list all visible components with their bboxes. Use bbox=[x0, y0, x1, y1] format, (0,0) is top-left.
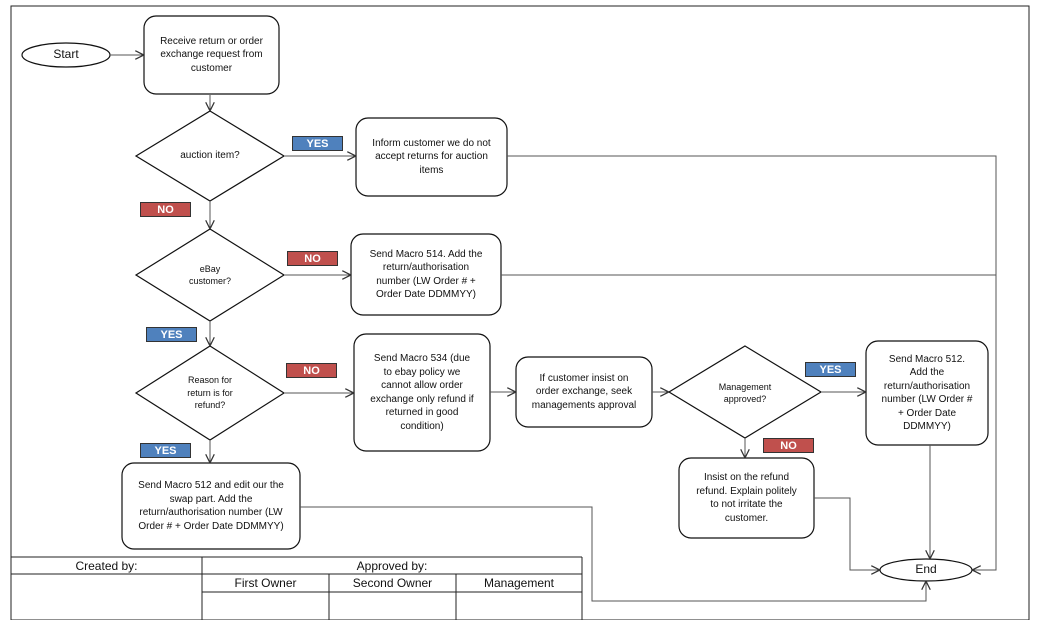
approved-by-label: Approved by: bbox=[356, 558, 428, 573]
auction-item-decision: auction item? bbox=[180, 150, 240, 162]
ebay-no-badge: NO bbox=[287, 251, 338, 266]
inform-to-end-connector bbox=[507, 155, 997, 570]
ebay-customer-decision: eBay customer? bbox=[188, 264, 232, 286]
start-terminal: Start bbox=[53, 47, 79, 62]
management-yes-badge: YES bbox=[805, 362, 856, 377]
management-header: Management bbox=[483, 576, 555, 590]
macro512-left-box-shape bbox=[121, 462, 301, 550]
macro512-left-to-end-connector bbox=[300, 506, 926, 602]
ebay-yes-badge: YES bbox=[146, 327, 197, 342]
insist-refund-to-end-connector bbox=[814, 497, 879, 570]
inform-no-returns-box: Inform customer we do not accept returns… bbox=[372, 137, 491, 176]
refund-reason-decision: Reason for return is for refund? bbox=[187, 375, 233, 411]
end-terminal: End bbox=[915, 562, 937, 577]
insist-on-refund-box: Insist on the refund refund. Explain pol… bbox=[696, 472, 797, 524]
end-terminal-shape bbox=[879, 558, 973, 582]
refund-no-badge: NO bbox=[286, 363, 337, 378]
send-macro-514-box: Send Macro 514. Add the return/authorisa… bbox=[369, 248, 483, 301]
receive-box-shape bbox=[143, 15, 280, 95]
seek-management-approval-box: If customer insist on order exchange, se… bbox=[531, 372, 637, 411]
page-frame bbox=[10, 5, 1030, 620]
auction-no-badge: NO bbox=[140, 202, 191, 217]
footer-table-grid bbox=[11, 556, 583, 620]
management-no-badge: NO bbox=[763, 438, 814, 453]
receive-request-box: Receive return or order exchange request… bbox=[160, 35, 263, 74]
refund-yes-badge: YES bbox=[140, 443, 191, 458]
send-macro-534-box: Send Macro 534 (due to ebay policy we ca… bbox=[370, 353, 474, 432]
created-by-label: Created by: bbox=[75, 558, 138, 573]
macro512-right-box-shape bbox=[865, 340, 989, 446]
send-macro-512-right-box: Send Macro 512. Add the return/authorisa… bbox=[881, 353, 973, 433]
inform-box-shape bbox=[355, 117, 508, 197]
first-owner-header: First Owner bbox=[234, 576, 297, 590]
second-owner-header: Second Owner bbox=[352, 576, 433, 590]
management-approved-decision: Management approved? bbox=[718, 381, 772, 405]
send-macro-512-left-box: Send Macro 512 and edit our the swap par… bbox=[138, 480, 284, 532]
auction-yes-badge: YES bbox=[292, 136, 343, 151]
